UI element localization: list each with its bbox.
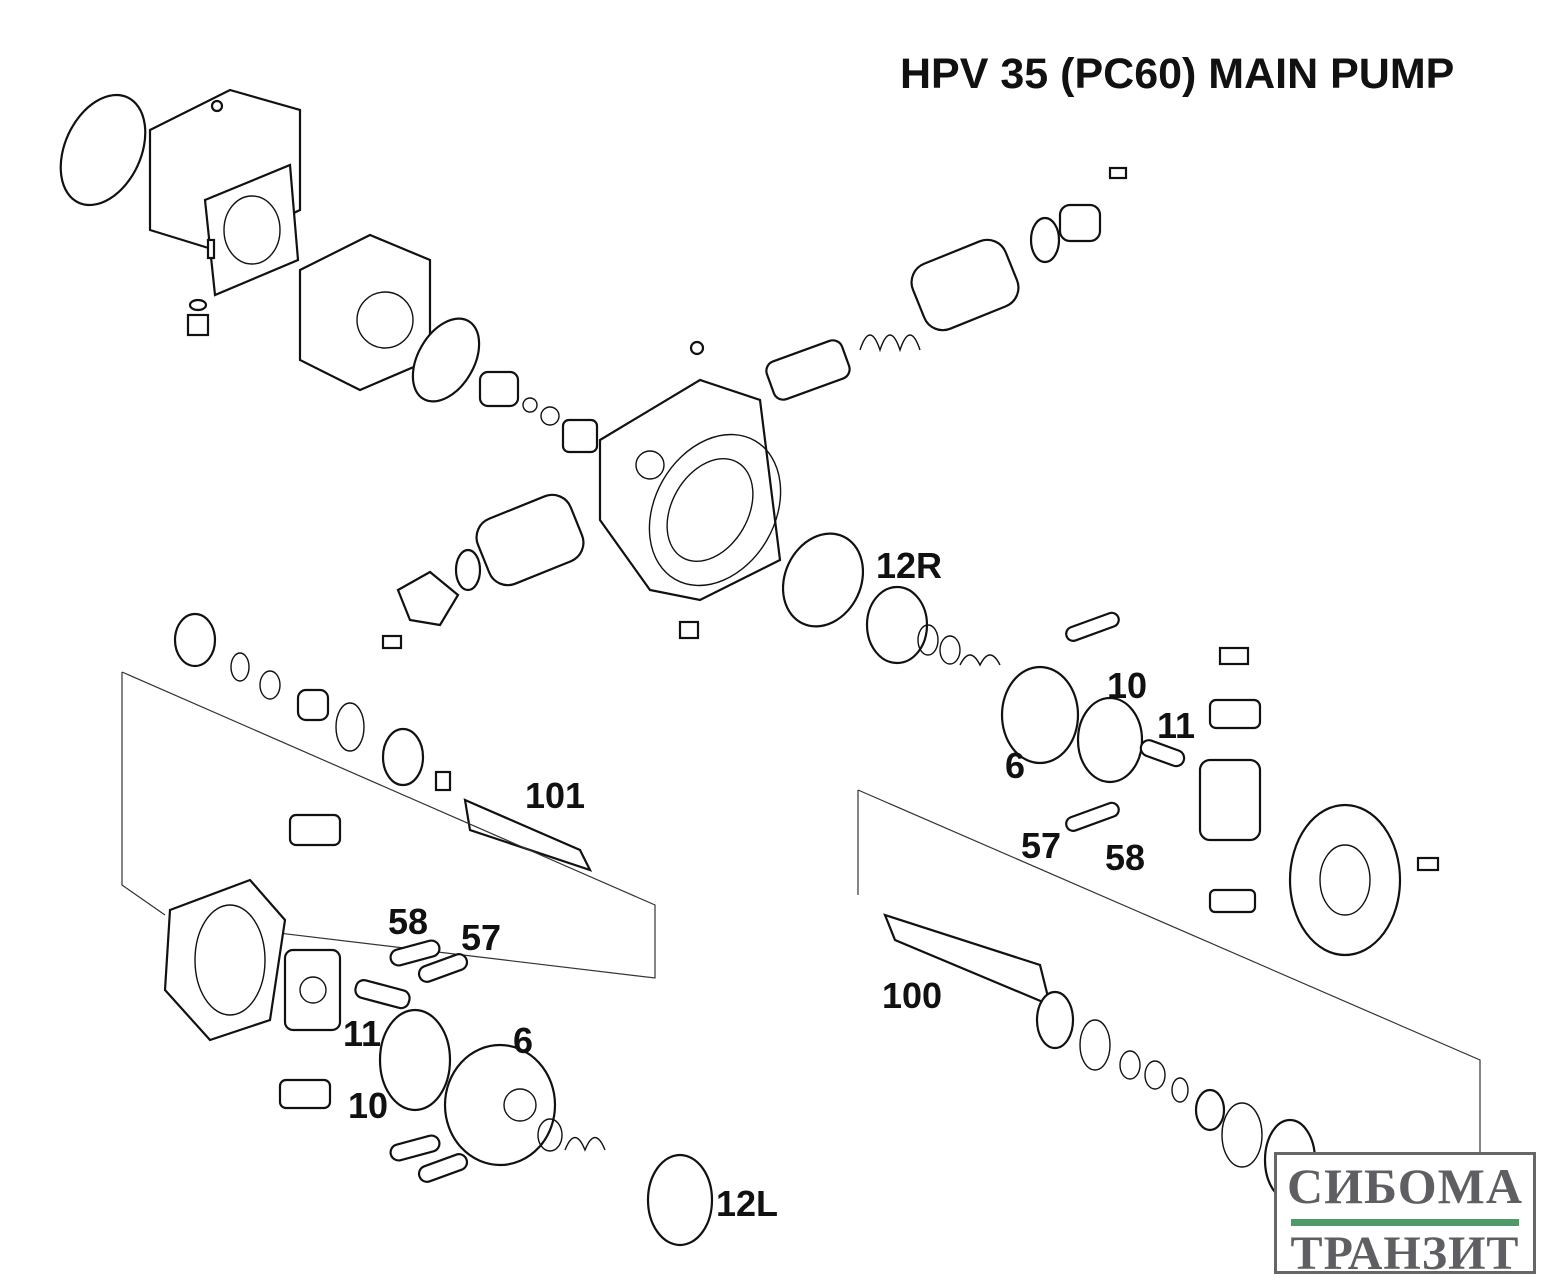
company-logo: СИБОМА ТРАНЗИТ <box>1274 1152 1536 1278</box>
part-label-12r: 12R <box>876 545 942 586</box>
pump-housing <box>598 340 865 640</box>
left-rotary-group <box>163 813 714 1247</box>
part-label-10: 10 <box>1107 665 1147 706</box>
lower-spring-group <box>381 493 585 650</box>
part-label-58: 58 <box>1105 837 1145 878</box>
part-label-6: 6 <box>1005 745 1025 786</box>
logo-line-2: ТРАНЗИТ <box>1290 1227 1520 1280</box>
diagram-title: HPV 35 (PC60) MAIN PUMP <box>900 50 1454 98</box>
part-label-101: 101 <box>525 775 585 816</box>
part-label-100: 100 <box>882 975 942 1016</box>
upper-spring-group <box>478 166 1128 454</box>
regulator-assembly <box>59 88 481 403</box>
part-labels: 12R 10 11 6 101 57 58 58 57 100 11 6 10 … <box>343 545 1195 1224</box>
part-label-57: 57 <box>1021 825 1061 866</box>
part-label-57: 57 <box>461 917 501 958</box>
shaft-101-kit <box>121 612 656 979</box>
part-label-6: 6 <box>513 1020 533 1061</box>
part-label-12l: 12L <box>716 1183 778 1224</box>
part-label-58: 58 <box>388 901 428 942</box>
part-label-11: 11 <box>1157 705 1195 746</box>
logo-accent-bar <box>1291 1219 1519 1226</box>
right-rotary-group <box>865 585 1440 957</box>
part-label-11: 11 <box>343 1013 381 1054</box>
part-label-10: 10 <box>348 1085 388 1126</box>
logo-line-1: СИБОМА <box>1287 1158 1523 1214</box>
